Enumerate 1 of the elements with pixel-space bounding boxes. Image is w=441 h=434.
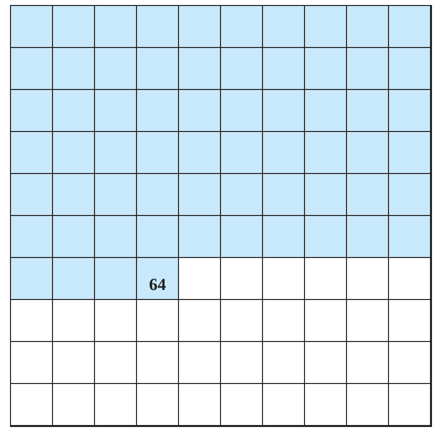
count-label: 64 (149, 275, 166, 295)
